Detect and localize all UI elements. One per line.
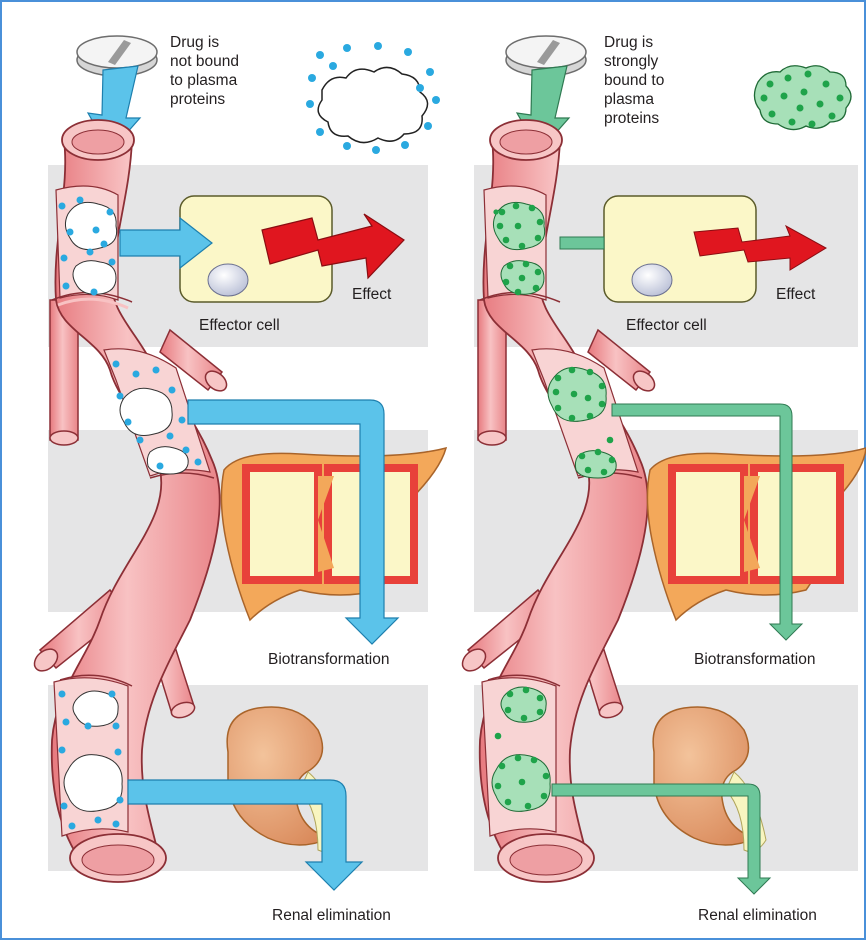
- nucleus-icon: [632, 264, 672, 296]
- effect-label: Effect: [776, 286, 816, 303]
- drug-note-line: proteins: [604, 110, 659, 127]
- drug-note-line: plasma: [604, 91, 654, 108]
- effect-label: Effect: [352, 286, 392, 303]
- renal-elimination-label: Renal elimination: [698, 907, 817, 924]
- effector-arrow: [560, 237, 604, 249]
- drug-note-line: bound to: [604, 72, 664, 89]
- biotransformation-label: Biotransformation: [694, 651, 815, 668]
- drug-note-line: not bound: [170, 53, 239, 70]
- bound-protein-icon: [754, 66, 851, 130]
- nucleus-icon: [208, 264, 248, 296]
- drug-note-line: strongly: [604, 53, 659, 70]
- drug-note-line: to plasma: [170, 72, 238, 89]
- effector-cell-label: Effector cell: [626, 317, 707, 334]
- drug-note-line: Drug is: [170, 34, 219, 51]
- renal-elimination-label: Renal elimination: [272, 907, 391, 924]
- drug-note-line: proteins: [170, 91, 225, 108]
- biotransformation-label: Biotransformation: [268, 651, 389, 668]
- effector-cell-label: Effector cell: [199, 317, 280, 334]
- drug-note-line: Drug is: [604, 34, 653, 51]
